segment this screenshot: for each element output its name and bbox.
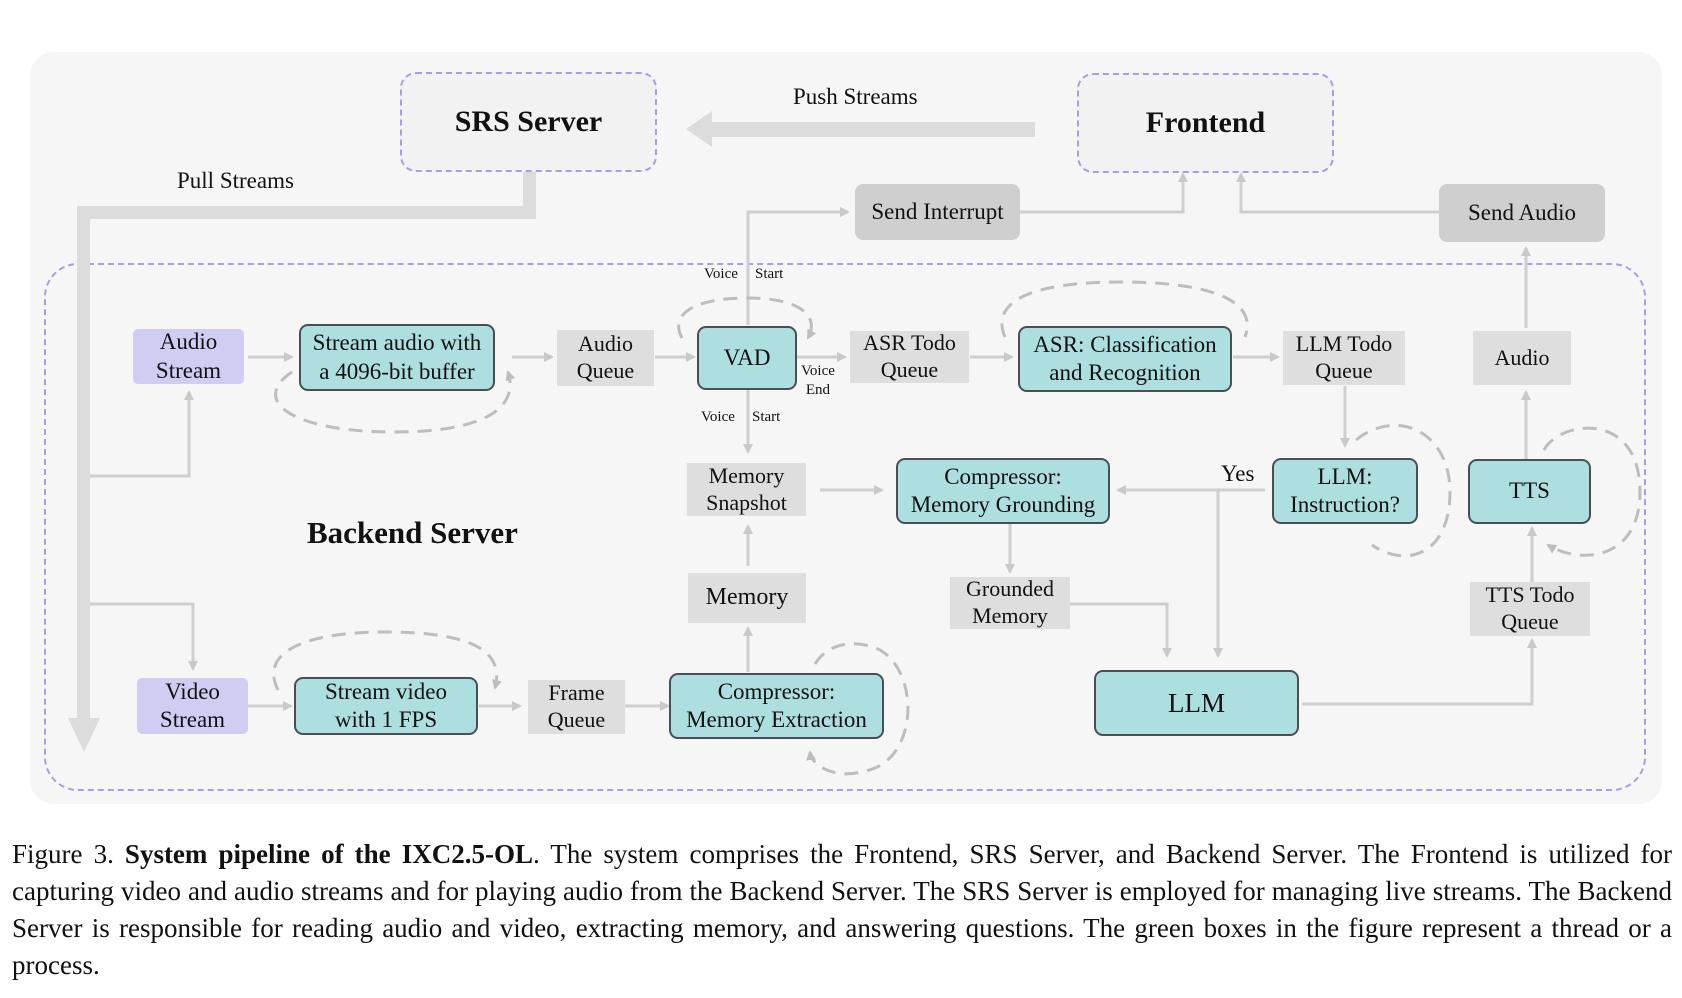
edge-vad-sendinterrupt bbox=[746, 207, 850, 325]
loop-vad bbox=[677, 296, 817, 340]
vad-node: VAD bbox=[697, 326, 797, 390]
llm-instruction-node: LLM: Instruction? bbox=[1272, 458, 1418, 524]
caption-title: System pipeline of the IXC2.5-OL bbox=[124, 839, 534, 869]
yes-label: Yes bbox=[1221, 461, 1255, 486]
asr-todo-queue-node: ASR Todo Queue bbox=[850, 330, 969, 383]
send-audio-node: Send Audio bbox=[1439, 184, 1605, 242]
backend-server-label: Backend Server bbox=[307, 515, 518, 550]
pull-streams-arrow bbox=[68, 172, 536, 752]
push-streams-arrow bbox=[686, 111, 1035, 147]
tts-todo-queue-node: TTS Todo Queue bbox=[1470, 582, 1590, 636]
caption-text: . The system comprises the Frontend, SRS… bbox=[12, 839, 1673, 980]
voice-start-mid-voice: Voice bbox=[701, 409, 735, 425]
loop-asr bbox=[1000, 280, 1249, 338]
caption-figure-label: Figure 3. bbox=[12, 839, 114, 869]
loop-stream-video bbox=[272, 630, 502, 691]
voice-start-top-start: Start bbox=[755, 266, 784, 282]
loop-extraction bbox=[806, 642, 910, 776]
audio-stream-node: Audio Stream bbox=[133, 329, 244, 384]
connections bbox=[68, 111, 1642, 776]
audio-queue-node: Audio Queue bbox=[557, 330, 654, 386]
frontend-node: Frontend bbox=[1077, 73, 1334, 173]
memory-snapshot-node: Memory Snapshot bbox=[687, 463, 806, 516]
edge-groundedmem-llm bbox=[1070, 602, 1172, 658]
voice-end-label: Voice End bbox=[801, 363, 835, 398]
audio-node: Audio bbox=[1473, 331, 1571, 385]
grounded-memory-node: Grounded Memory bbox=[950, 576, 1070, 629]
memory-node: Memory bbox=[688, 573, 806, 623]
voice-start-mid-start: Start bbox=[752, 409, 781, 425]
loop-tts bbox=[1542, 426, 1642, 557]
edge-pull-video bbox=[90, 602, 198, 671]
llm-todo-queue-node: LLM Todo Queue bbox=[1283, 331, 1405, 385]
compressor-extraction-node: Compressor: Memory Extraction bbox=[669, 673, 884, 739]
send-interrupt-node: Send Interrupt bbox=[855, 184, 1020, 240]
pull-streams-label: Pull Streams bbox=[177, 168, 294, 193]
voice-start-top-voice: Voice bbox=[704, 266, 738, 282]
edge-llm-ttsqueue bbox=[1302, 638, 1537, 706]
compressor-grounding-node: Compressor: Memory Grounding bbox=[896, 458, 1110, 524]
frame-queue-node: Frame Queue bbox=[528, 680, 625, 734]
llm-node: LLM bbox=[1094, 670, 1299, 736]
stream-audio-node: Stream audio with a 4096-bit buffer bbox=[299, 324, 495, 391]
backend-server-region bbox=[44, 263, 1646, 791]
video-stream-node: Video Stream bbox=[137, 678, 248, 734]
edge-sendinterrupt-frontend bbox=[1020, 172, 1188, 214]
tts-node: TTS bbox=[1468, 459, 1591, 524]
edge-sendaudio-frontend bbox=[1236, 172, 1439, 214]
pipeline-diagram: SRS Server Frontend Push Streams Pull St… bbox=[44, 72, 1646, 791]
figure-caption: Figure 3. System pipeline of the IXC2.5-… bbox=[12, 836, 1672, 984]
stream-video-node: Stream video with 1 FPS bbox=[294, 677, 478, 735]
edge-pull-audio bbox=[90, 390, 194, 478]
asr-node: ASR: Classification and Recognition bbox=[1018, 326, 1232, 392]
srs-server-node: SRS Server bbox=[400, 72, 657, 172]
loop-llm-instruction bbox=[1355, 423, 1452, 558]
push-streams-label: Push Streams bbox=[793, 84, 918, 109]
loop-stream-audio bbox=[274, 370, 516, 434]
